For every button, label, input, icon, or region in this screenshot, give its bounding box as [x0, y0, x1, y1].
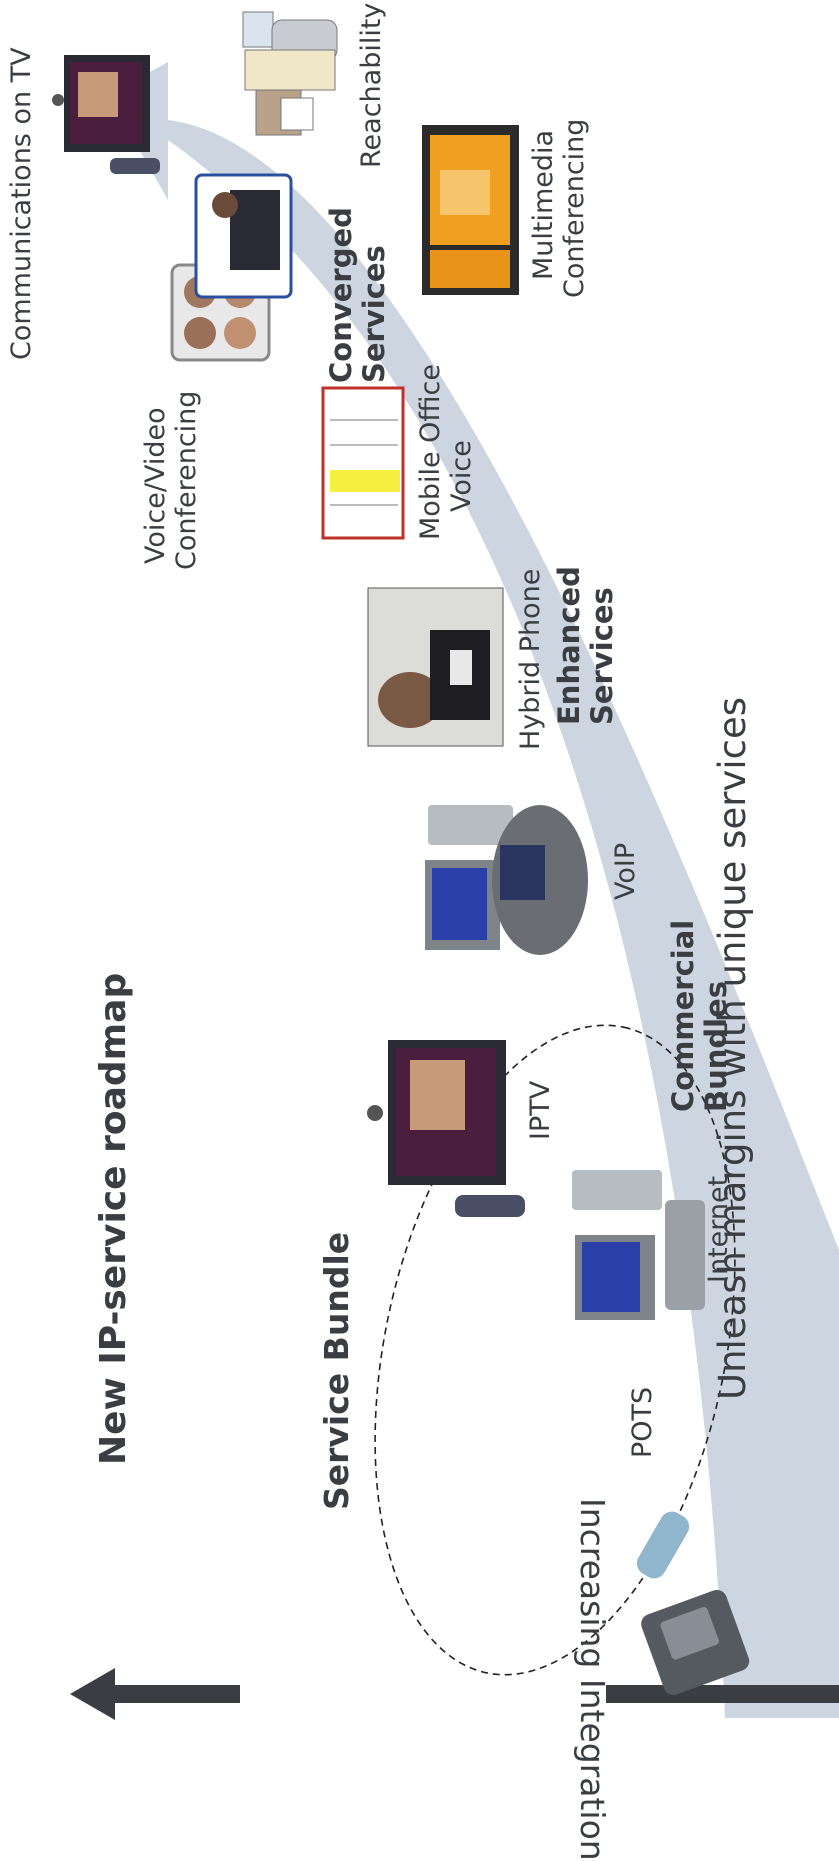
converged-line-1: Converged [324, 207, 358, 383]
commercial-line-1: Commercial [666, 919, 700, 1112]
multimedia-line-2: Conferencing [559, 118, 591, 298]
commercial-line-2: Bundles [699, 980, 734, 1112]
commercial-bundles-label: Commercial Bundles [666, 919, 734, 1112]
hybrid-phone-label: Hybrid Phone [515, 568, 546, 750]
enhanced-services-label: Enhanced Services [552, 566, 620, 725]
converged-services-label: Converged Services [324, 207, 392, 383]
comm-tv-icon [52, 55, 160, 174]
service-bundle-label: Service Bundle [317, 1231, 356, 1510]
page-title: New IP-service roadmap [93, 972, 134, 1465]
integration-arrow [70, 1668, 839, 1720]
voice-video-line-1: Voice/Video [140, 407, 171, 564]
converged-services-photo [194, 173, 293, 299]
iptv-tv-icon [367, 1040, 525, 1217]
voip-label: VoIP [610, 842, 641, 900]
reachability-label: Reachability [356, 2, 387, 168]
converged-line-2: Services [357, 245, 392, 383]
increasing-integration-label: Increasing Integration [573, 1498, 612, 1861]
mobile-office-screenshot [321, 386, 405, 540]
voip-pc-icon [425, 805, 588, 955]
reachability-collage [242, 11, 338, 136]
roadmap-arc [108, 62, 839, 1718]
internet-label: Internet [703, 1175, 734, 1283]
voice-video-line-2: Conferencing [171, 390, 203, 570]
mobile-office-line-2: Voice [446, 440, 478, 512]
iptv-label: IPTV [525, 1080, 556, 1140]
service-bundle-ellipse [374, 1024, 736, 1676]
mobile-office-label: Mobile Office Voice [415, 364, 477, 540]
enhanced-line-1: Enhanced [552, 566, 586, 725]
voice-video-label: Voice/Video Conferencing [140, 391, 202, 570]
multimedia-conferencing-label: Multimedia Conferencing [528, 119, 590, 298]
mobile-office-line-1: Mobile Office [415, 364, 446, 540]
graphics-layer [52, 11, 839, 1720]
hybrid-phone-photo [367, 587, 504, 747]
multimedia-conferencing-screenshot [422, 125, 519, 295]
multimedia-line-1: Multimedia [528, 129, 559, 280]
roadmap-slide: New IP-service roadmap Service Bundle In… [6, 2, 839, 1861]
enhanced-line-2: Services [585, 587, 620, 725]
pots-label: POTS [627, 1386, 658, 1458]
pots-phone-icon [636, 1511, 750, 1695]
communications-on-tv-label: Communications on TV [6, 47, 37, 360]
internet-pc-icon [572, 1170, 705, 1320]
